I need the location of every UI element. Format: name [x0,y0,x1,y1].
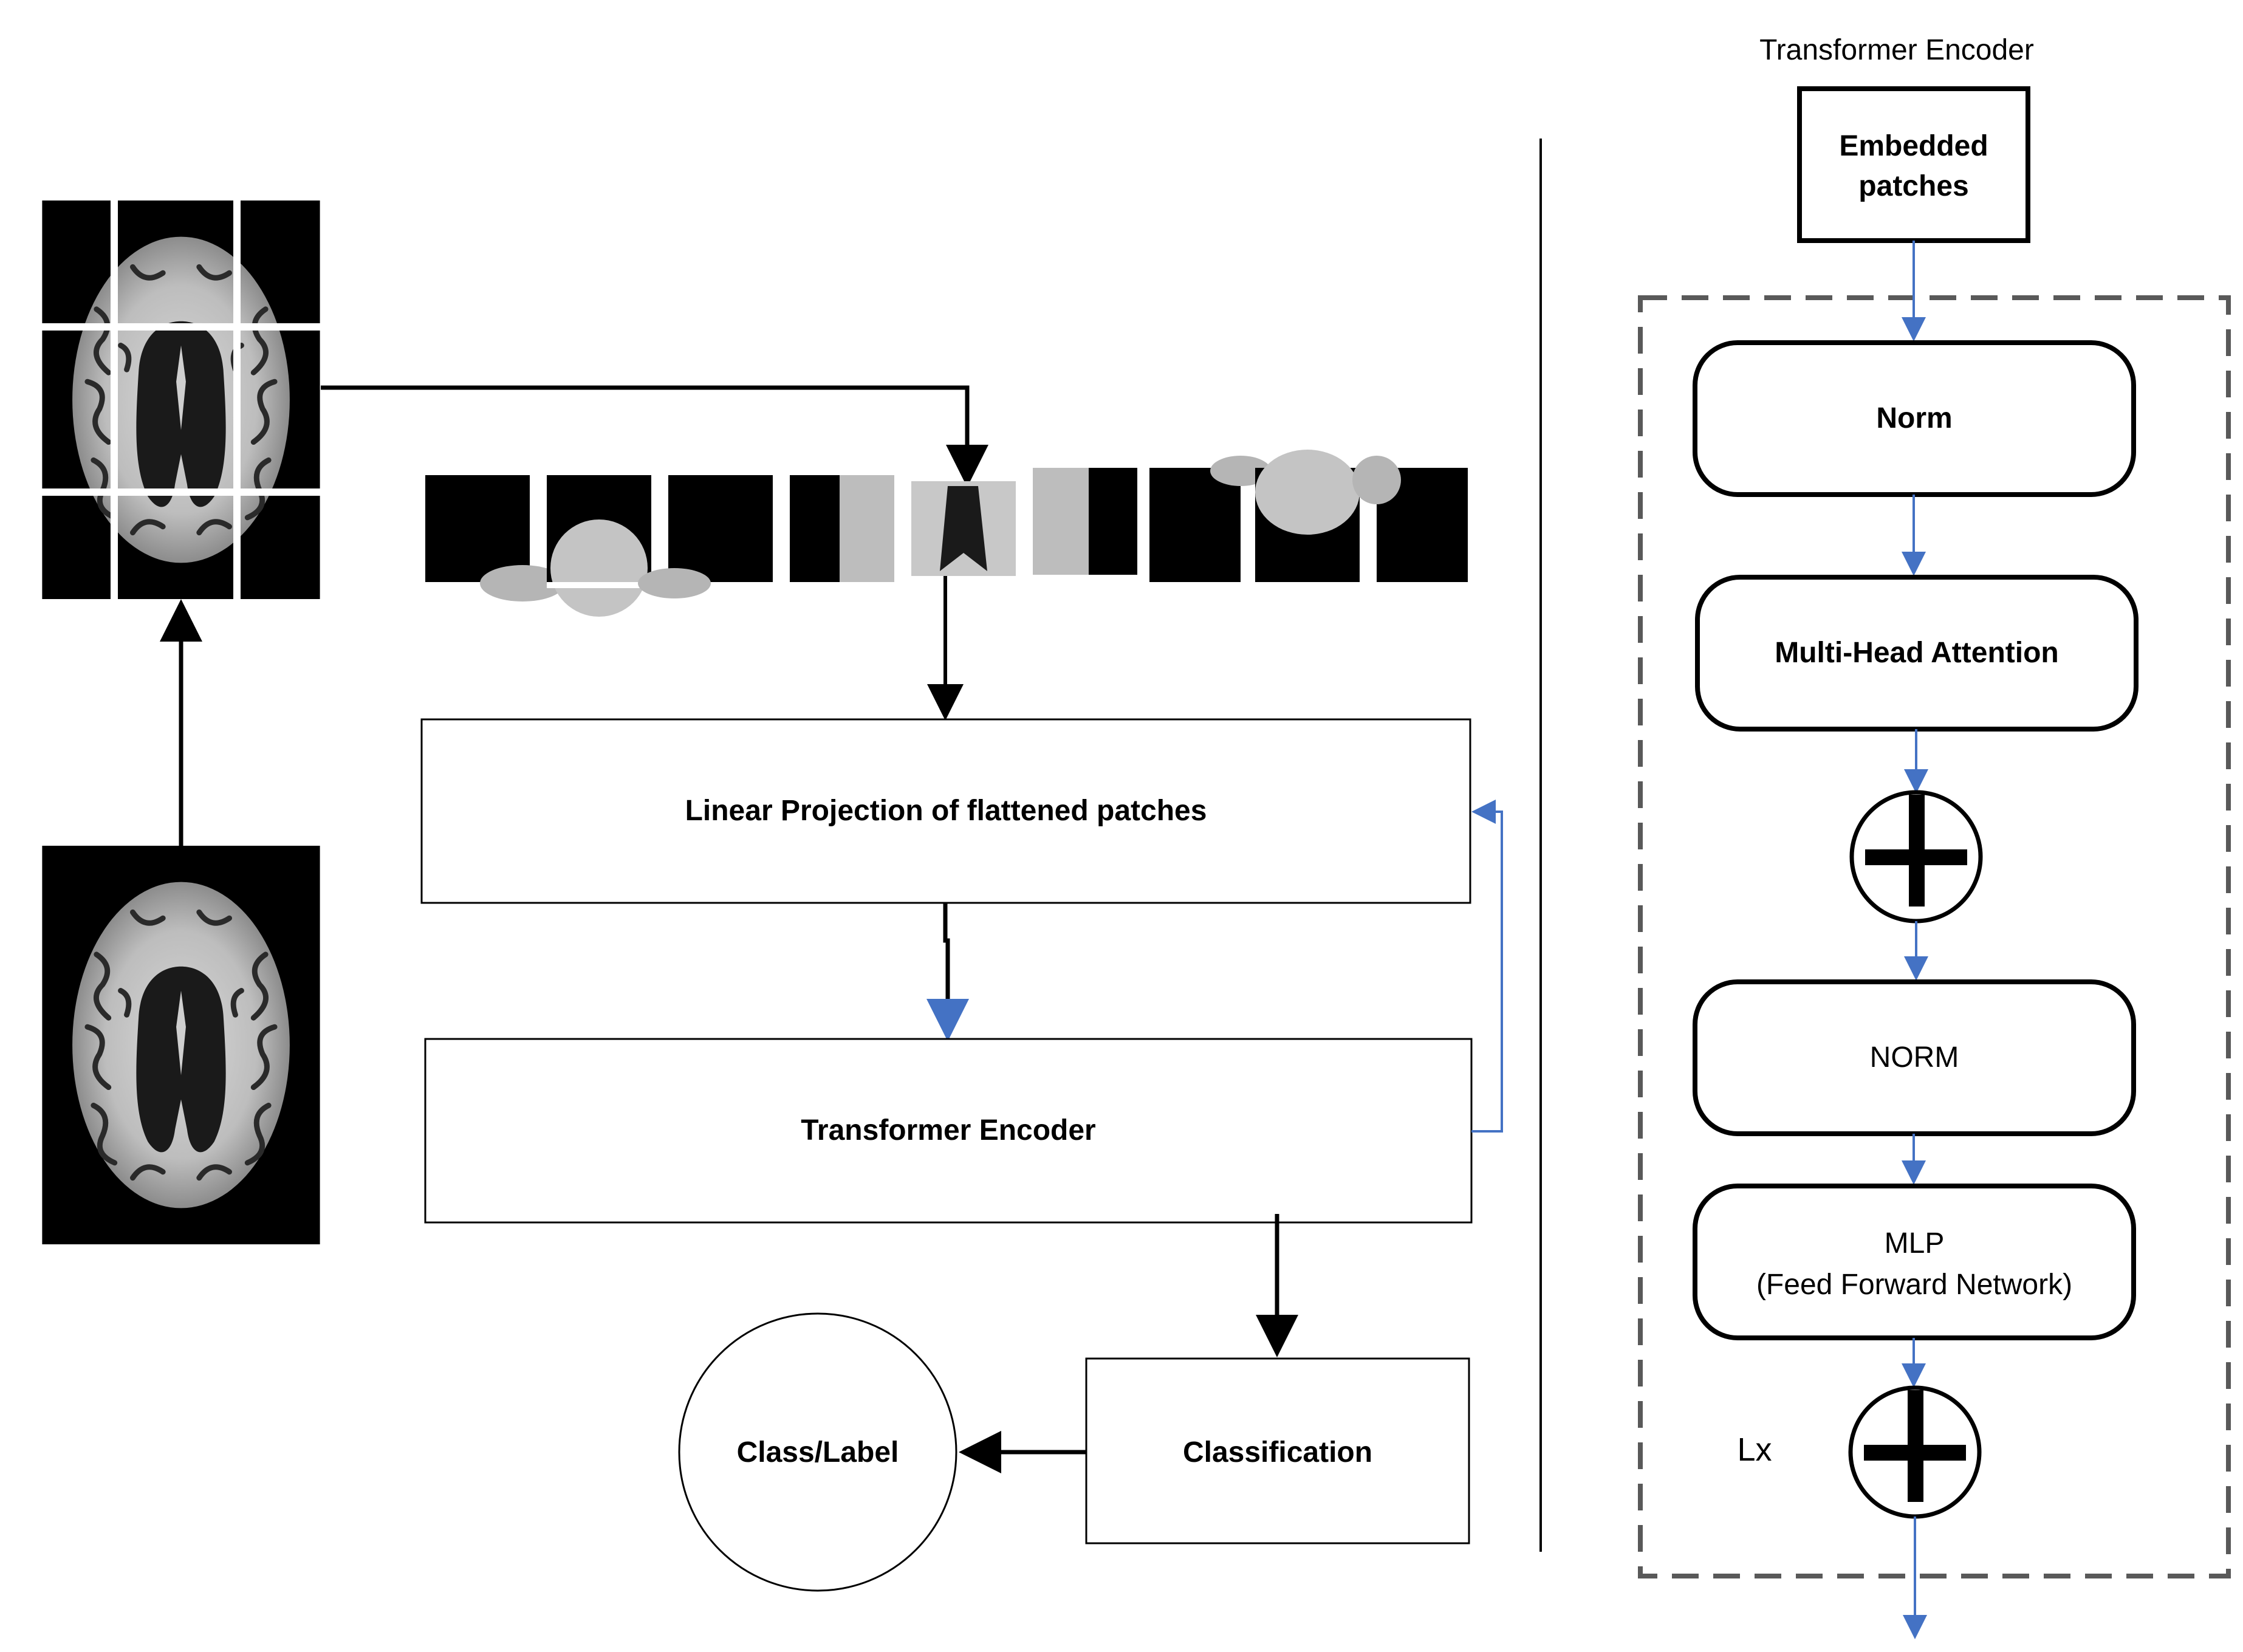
arrow-projection-to-encoder [926,903,969,1041]
patch-7 [1149,456,1271,582]
patch-8 [1255,450,1360,582]
arrow-patched-to-sequence [321,385,988,487]
classification-box [1085,1357,1470,1544]
patch-4 [790,475,894,582]
repeat-label: Lx [1737,1431,1772,1468]
patch-sequence [425,450,1468,617]
multi-head-attention-label: Multi-Head Attention [1775,637,2058,669]
norm2-label: NORM [1870,1041,1959,1074]
encoder-block-container [1638,295,2231,1578]
patch-6 [1033,468,1137,575]
norm-label: Norm [1876,402,1952,434]
encoder-detail-title: Transformer Encoder [1759,34,2034,66]
mlp-label-line1: MLP [1885,1227,1945,1260]
add-icon-2 [1848,1385,1982,1519]
add-icon-1 [1849,790,1983,924]
mlp-label-line2: (Feed Forward Network) [1756,1269,2072,1301]
transformer-encoder-label: Transformer Encoder [801,1114,1095,1146]
embedded-patches-line2: patches [1858,170,1968,202]
patch-1 [425,475,565,602]
embedded-patches-line1: Embedded [1839,130,1988,162]
patch-2 [547,475,651,617]
input-brain-image [42,846,320,1244]
patched-brain-image [41,201,321,599]
patch-5 [911,481,1016,576]
feedback-loop-arrow [1471,800,1503,1133]
linear-projection-box [420,718,1471,904]
patch-9 [1352,456,1468,582]
class-label-text: Class/Label [737,1436,899,1469]
transformer-encoder-box [424,1038,1473,1224]
classification-label: Classification [1183,1436,1372,1469]
linear-projection-label: Linear Projection of flattened patches [685,795,1207,827]
patch-3 [638,475,773,598]
class-label-circle [678,1312,957,1592]
embedded-patches-box [1797,86,2030,243]
mlp-box [1693,1184,2136,1340]
